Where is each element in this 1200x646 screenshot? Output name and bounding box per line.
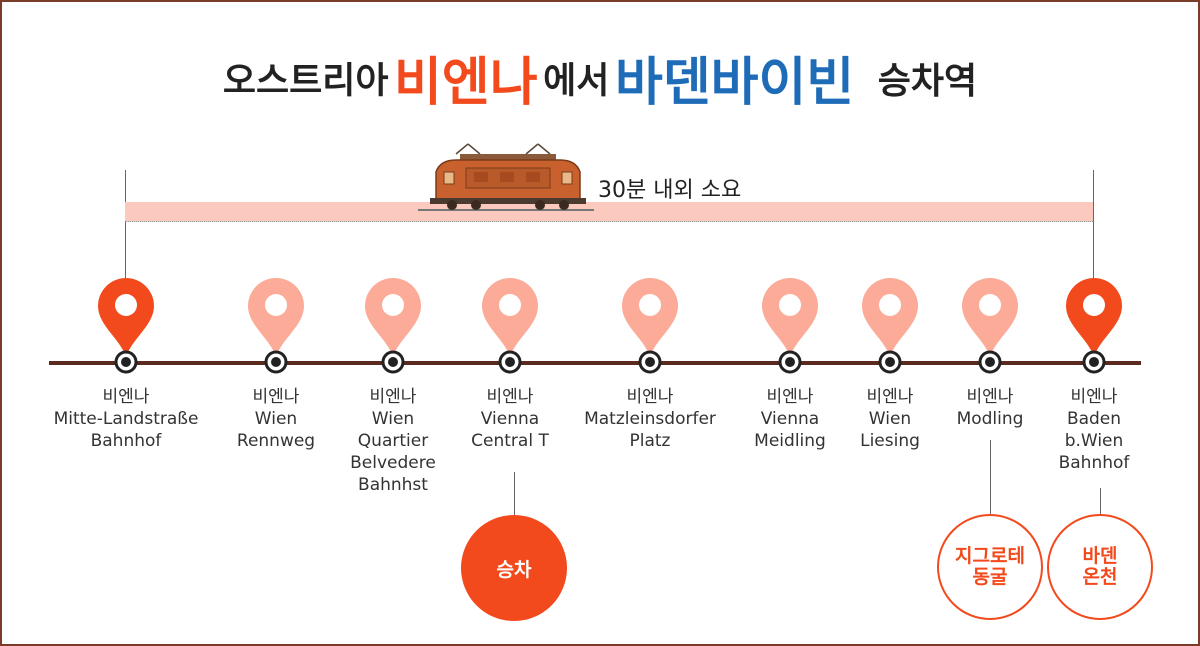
station-label-line1: 비엔나 xyxy=(486,387,534,407)
spa-badge: 바덴 온천 xyxy=(1047,514,1153,620)
station-pin-icon xyxy=(962,278,1018,374)
station-label-line4: Belvedere xyxy=(350,453,436,473)
station-label-line1: 비엔나 xyxy=(1070,387,1118,407)
grotto-connector xyxy=(990,440,991,514)
station-pin-icon xyxy=(862,278,918,374)
station-label-line3: Rennweg xyxy=(236,431,316,451)
grotto-badge: 지그로테 동굴 xyxy=(937,514,1043,620)
page-title: 오스트리아 비엔나 에서 바덴바이빈 승차역 xyxy=(2,40,1198,115)
duration-band xyxy=(125,202,1093,222)
spa-badge-line2: 온천 xyxy=(1082,566,1118,588)
station-label-line2: Vienna xyxy=(480,409,540,429)
station-pin-icon xyxy=(98,278,154,374)
station-label-line2: Modling xyxy=(956,409,1024,429)
title-from-particle: 에서 xyxy=(543,60,610,102)
station-label-line2: Baden xyxy=(1066,409,1122,429)
station-label-line1: 비엔나 xyxy=(369,387,417,407)
duration-left-guide xyxy=(125,170,126,290)
station-pin-icon xyxy=(622,278,678,374)
station-label-line3: Bahnhof xyxy=(90,431,162,451)
station-label-line3: Central T xyxy=(471,431,549,451)
boarding-badge: 승차 xyxy=(461,515,567,621)
station-pin-icon xyxy=(762,278,818,374)
station-label-line1: 비엔나 xyxy=(626,387,674,407)
station-label-line3: Platz xyxy=(629,431,671,451)
boarding-connector xyxy=(514,472,515,515)
station-label-line1: 비엔나 xyxy=(966,387,1014,407)
station-label-line2: Wien xyxy=(371,409,415,429)
station-label-line3: Meidling xyxy=(754,431,826,451)
station-label-line5: Bahnhst xyxy=(358,475,428,495)
grotto-badge-line2: 동굴 xyxy=(972,566,1008,588)
station-pin-icon xyxy=(1066,278,1122,374)
station-label-line1: 비엔나 xyxy=(866,387,914,407)
station-label-line1: 비엔나 xyxy=(252,387,300,407)
station-label-line2: Wien xyxy=(254,409,298,429)
train-icon xyxy=(418,143,594,211)
station-label-line1: 비엔나 xyxy=(102,387,150,407)
grotto-badge-line1: 지그로테 xyxy=(955,545,1025,567)
station-pin-icon xyxy=(365,278,421,374)
station-label-line2: Vienna xyxy=(760,409,820,429)
duration-label: 30분 내외 소요 xyxy=(598,178,742,203)
station-label-line3: Quartier xyxy=(357,431,429,451)
station-label-line1: 비엔나 xyxy=(766,387,814,407)
rail-track xyxy=(49,361,1141,365)
station-label-line2: Wien xyxy=(868,409,912,429)
title-origin-city: 비엔나 xyxy=(394,53,538,113)
spa-badge-line1: 바덴 xyxy=(1082,545,1118,567)
station-pin-icon xyxy=(248,278,304,374)
station-pin-icon xyxy=(482,278,538,374)
spa-connector xyxy=(1100,488,1101,514)
title-suffix: 승차역 xyxy=(877,60,978,102)
title-country: 오스트리아 xyxy=(222,60,389,102)
station-label-line3: Liesing xyxy=(860,431,920,451)
station-label-line4: Bahnhof xyxy=(1058,453,1130,473)
title-destination-city: 바덴바이빈 xyxy=(614,53,855,113)
duration-band-dotted-edge xyxy=(125,221,1093,222)
station-label-line2: Matzleinsdorfer xyxy=(584,409,716,429)
station-label-line2: Mitte-Landstraße xyxy=(53,409,199,429)
station-label-line3: b.Wien xyxy=(1064,431,1124,451)
duration-right-guide xyxy=(1093,170,1094,290)
